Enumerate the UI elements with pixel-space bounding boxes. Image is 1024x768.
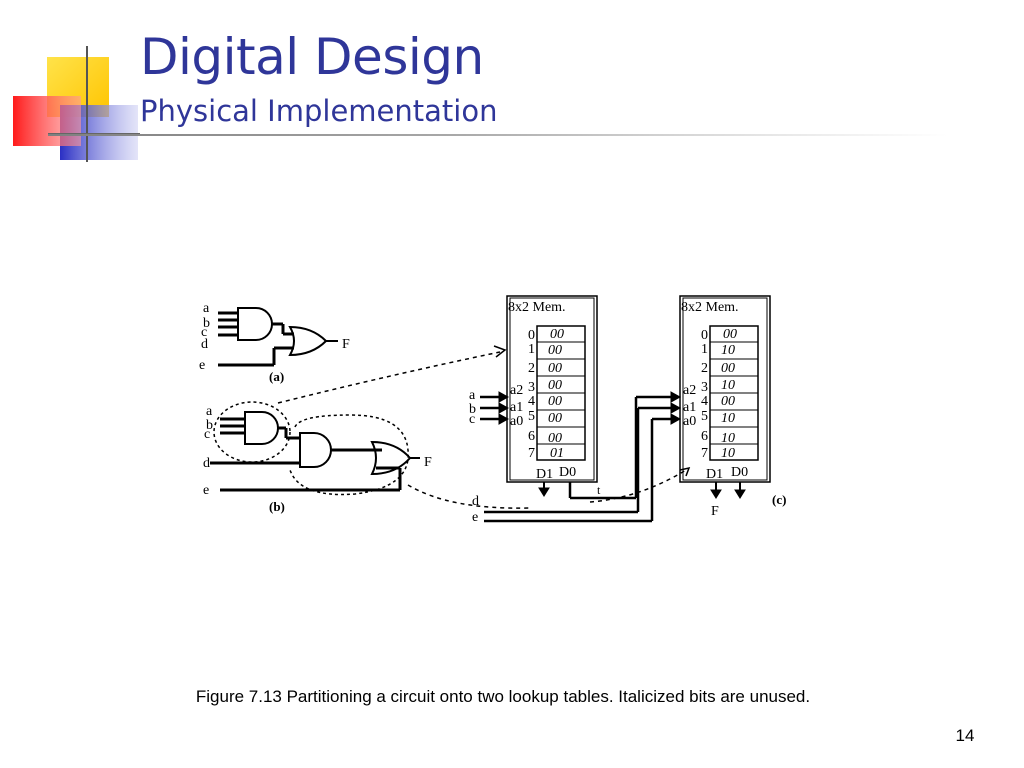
memory-1-cell: 00 <box>548 361 562 376</box>
side-input-lines <box>484 402 682 523</box>
memory-2-cell: 10 <box>721 343 735 358</box>
partition-ellipse-2 <box>289 414 409 496</box>
memory-1-cell: 00 <box>548 378 562 393</box>
memory-1-ext-input-a: a <box>469 388 476 403</box>
memory-2-title: 8x2 Mem. <box>681 300 739 315</box>
memory-1-address: 4 <box>528 394 535 409</box>
memory-1-ext-input-c: c <box>469 412 475 427</box>
memory-1-address: 6 <box>528 429 535 444</box>
memory-2-address: 7 <box>701 446 708 461</box>
memory-2-addr-a1: a1 <box>683 400 696 415</box>
memory-1-t-label: t <box>597 483 601 497</box>
memory-1-box <box>506 295 598 483</box>
slide-logo <box>13 46 140 162</box>
memory-1-address: 5 <box>528 409 535 424</box>
circuit-b-input-b: b <box>206 418 213 433</box>
memory-2-address: 0 <box>701 328 708 343</box>
circuit-b-and-gate-2 <box>299 432 332 468</box>
circuit-a-input-a: a <box>203 301 210 316</box>
logo-red-square <box>13 96 81 146</box>
memory-1-ext-input-b: b <box>469 402 476 417</box>
memory-2-addr-a0: a0 <box>683 414 696 429</box>
circuit-b-and-gate-1 <box>244 411 279 445</box>
memory-1-address: 3 <box>528 380 535 395</box>
mapping-arrows <box>277 345 691 509</box>
circuit-a-input-b: b <box>203 316 210 331</box>
memory-2-tag: (c) <box>772 492 786 507</box>
memory-1-cell: 00 <box>548 343 562 358</box>
circuit-b-output-f: F <box>424 455 432 470</box>
circuit-b <box>210 401 420 496</box>
circuit-b-input-e: e <box>203 483 209 498</box>
circuit-a-tag: (a) <box>269 369 284 384</box>
circuit-a-input-c: c <box>201 325 207 340</box>
memory-2-address: 1 <box>701 342 708 357</box>
memory-1-cell: 00 <box>548 411 562 426</box>
memory-1-cell: 00 <box>548 431 562 446</box>
memory-1-output-d1: D1 <box>536 467 553 482</box>
circuit-a-or-gate <box>288 325 328 357</box>
memory-1-address: 0 <box>528 328 535 343</box>
memory-2-address: 6 <box>701 429 708 444</box>
memory-1-addr-a0: a0 <box>510 414 523 429</box>
partition-ellipse-1 <box>213 401 291 463</box>
circuit-a-output-f: F <box>342 337 350 352</box>
lookup-table-figure: a b c d e F (a) a b c d e F (b) 8x2 Mem.… <box>199 295 786 525</box>
memory-1-cell: 01 <box>550 446 564 461</box>
memory-2-cell: 10 <box>721 378 735 393</box>
memory-1-title: 8x2 Mem. <box>508 300 566 315</box>
memory-2-output-f: F <box>711 504 719 519</box>
memory-2-addr-a2: a2 <box>683 383 696 398</box>
memory-2-address: 4 <box>701 394 708 409</box>
circuit-b-input-a: a <box>206 404 213 419</box>
memory-1-address: 7 <box>528 446 535 461</box>
memory-2-output-d1: D1 <box>706 467 723 482</box>
memory-1-cell: 00 <box>550 327 564 342</box>
figure-caption: Figure 7.13 Partitioning a circuit onto … <box>195 687 811 706</box>
memory-1 <box>480 295 682 500</box>
memory-2-cell: 00 <box>721 394 735 409</box>
circuit-a-input-d: d <box>201 337 208 352</box>
circuit-a-and-gate <box>237 307 273 341</box>
memory-2-address: 5 <box>701 409 708 424</box>
circuit-b-or-gate <box>370 440 412 476</box>
circuit-a <box>218 307 338 367</box>
memory-1-output-d0: D0 <box>559 465 576 480</box>
memory-2-output-d0: D0 <box>731 465 748 480</box>
circuit-b-tag: (b) <box>269 499 285 514</box>
memory-1-cell: 00 <box>548 394 562 409</box>
memory-2-cell: 00 <box>721 361 735 376</box>
memory-2-cell: 00 <box>723 327 737 342</box>
memory-2-address: 2 <box>701 361 708 376</box>
page-number: 14 <box>955 726 975 745</box>
memory-2-box <box>679 295 771 483</box>
title-underline <box>48 134 948 136</box>
circuit-b-input-c: c <box>204 427 210 442</box>
memory-1-address: 2 <box>528 361 535 376</box>
memory-2-address: 3 <box>701 380 708 395</box>
memory-1-addr-a2: a2 <box>510 383 523 398</box>
slide-title: Digital Design <box>140 28 484 86</box>
memory-1-addr-a1: a1 <box>510 400 523 415</box>
memory-2-cell: 10 <box>721 411 735 426</box>
side-input-e: e <box>472 510 478 525</box>
circuit-b-input-d: d <box>203 456 210 471</box>
memory-2-cell: 10 <box>721 446 735 461</box>
memory-2 <box>679 295 771 499</box>
memory-1-address: 1 <box>528 342 535 357</box>
memory-2-cell: 10 <box>721 431 735 446</box>
side-input-d: d <box>472 494 479 509</box>
slide-subtitle: Physical Implementation <box>140 94 498 128</box>
circuit-a-input-e: e <box>199 358 205 373</box>
